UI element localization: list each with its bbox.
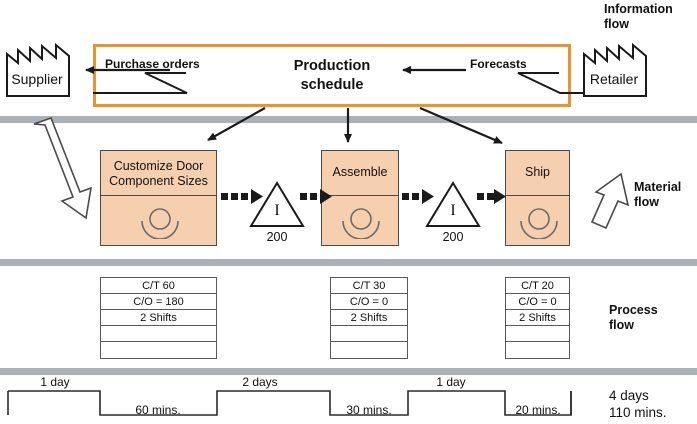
operator-icon	[139, 205, 181, 244]
process-flow-line2: flow	[609, 318, 634, 332]
inventory-1-count: 200	[266, 230, 288, 244]
process-flow-line1: Process	[609, 303, 658, 317]
push-arrow-4	[477, 189, 506, 204]
operator-icon	[518, 205, 560, 244]
data-row	[101, 326, 216, 342]
purchase-orders-label: Purchase orders	[105, 57, 200, 71]
inventory-icon	[249, 181, 305, 227]
push-arrow-inbound	[33, 116, 93, 220]
material-flow-outbound-arrow	[590, 172, 630, 230]
process-2-divider	[322, 195, 398, 196]
process-box-ship[interactable]: Ship	[505, 150, 570, 246]
process-time-label-1: 60 mins.	[135, 403, 181, 417]
process-3-name-line1: Ship	[524, 165, 551, 179]
material-flow-line1: Material	[634, 180, 682, 194]
process-flow-label: Process flow	[609, 303, 658, 333]
process-2-title: Assemble	[322, 165, 398, 180]
data-row: C/T 60	[101, 278, 216, 294]
divider-material-process	[0, 259, 697, 266]
timeline-summary: 4 days 110 mins.	[609, 387, 667, 421]
process-1-divider	[101, 195, 216, 196]
process-time-label-2: 30 mins.	[346, 403, 392, 417]
material-flow-label: Material flow	[634, 180, 681, 210]
operator-icon	[340, 205, 382, 244]
data-box-customize[interactable]: C/T 60 C/O = 180 2 Shifts	[100, 277, 217, 359]
process-3-title: Ship	[506, 165, 569, 180]
data-row: 2 Shifts	[506, 310, 569, 326]
material-flow-line2: flow	[634, 195, 659, 209]
data-row	[506, 342, 569, 358]
process-box-assemble[interactable]: Assemble	[321, 150, 399, 246]
lead-time-label-3: 1 day	[436, 375, 466, 389]
inventory-triangle-1[interactable]: I	[249, 180, 305, 228]
production-schedule-title: Production schedule	[96, 57, 568, 95]
data-row	[101, 342, 216, 358]
process-1-name-line2: Component Sizes	[109, 174, 208, 188]
data-row	[331, 342, 407, 358]
forecasts-label: Forecasts	[470, 57, 527, 71]
data-row: C/O = 0	[506, 294, 569, 310]
divider-information-material	[0, 116, 697, 123]
data-row: C/T 30	[331, 278, 407, 294]
supplier-entity[interactable]: Supplier	[6, 41, 76, 97]
supplier-label: Supplier	[11, 71, 63, 87]
data-box-assemble[interactable]: C/T 30 C/O = 0 2 Shifts	[330, 277, 408, 359]
total-lead-time: 4 days	[609, 388, 649, 403]
factory-icon	[6, 42, 70, 97]
data-row	[506, 326, 569, 342]
data-row: C/O = 0	[331, 294, 407, 310]
data-row: 2 Shifts	[101, 310, 216, 326]
information-flow-label: Information flow	[604, 2, 673, 32]
process-1-title: Customize Door Component Sizes	[101, 159, 216, 189]
information-flow-line2: flow	[604, 17, 629, 31]
data-row: 2 Shifts	[331, 310, 407, 326]
inventory-triangle-2[interactable]: I	[425, 180, 481, 228]
information-flow-line1: Information	[604, 2, 673, 16]
data-row	[331, 326, 407, 342]
inventory-2-count: 200	[442, 230, 464, 244]
inventory-icon	[425, 181, 481, 227]
schedule-to-process-3-arrow	[419, 106, 503, 145]
inventory-2-symbol: I	[450, 202, 456, 219]
data-box-ship[interactable]: C/T 20 C/O = 0 2 Shifts	[505, 277, 570, 359]
process-box-customize[interactable]: Customize Door Component Sizes	[100, 150, 217, 246]
lead-time-label-1: 1 day	[40, 375, 70, 389]
retailer-label: Retailer	[589, 71, 639, 87]
factory-icon	[583, 42, 647, 97]
process-3-divider	[506, 195, 569, 196]
divider-process-timeline	[0, 368, 697, 375]
production-schedule-box[interactable]: Production schedule	[93, 44, 571, 107]
lead-time-label-2: 2 days	[242, 375, 278, 389]
total-process-time: 110 mins.	[609, 405, 667, 420]
timeline-ladder	[8, 390, 572, 416]
schedule-title-line1: Production	[293, 58, 371, 74]
data-row: C/T 20	[506, 278, 569, 294]
process-time-label-3: 20 mins.	[515, 403, 561, 417]
retailer-entity[interactable]: Retailer	[583, 41, 653, 97]
schedule-to-process-1-arrow	[207, 107, 266, 141]
process-1-name-line1: Customize Door	[113, 159, 204, 173]
data-row: C/O = 180	[101, 294, 216, 310]
process-2-name-line1: Assemble	[332, 165, 388, 179]
schedule-title-line2: schedule	[300, 77, 364, 93]
inventory-1-symbol: I	[274, 202, 280, 219]
